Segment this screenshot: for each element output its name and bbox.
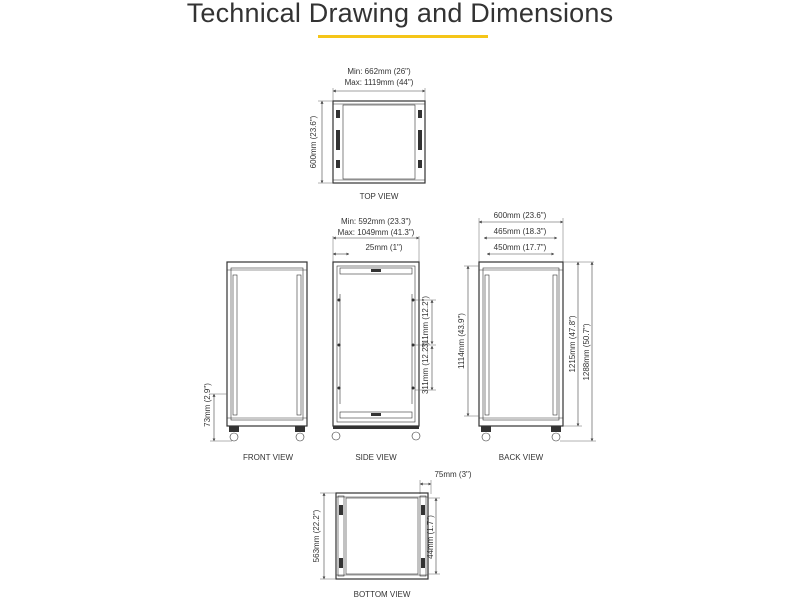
back-frame-height-text: 1215mm (47.8") xyxy=(568,315,577,372)
side-lower-spacing-text: 311mm (12.2") xyxy=(421,342,430,394)
bottom-view: 75mm (3") 563mm (22.2") 44mm (1.7") BOTT… xyxy=(312,470,472,599)
bottom-frame-outline xyxy=(335,492,429,580)
top-depth-text: 600mm (23.6") xyxy=(309,115,318,168)
bottom-rail-gap-text: 44mm (1.7") xyxy=(426,515,435,559)
bottom-depth-text: 563mm (22.2") xyxy=(312,509,321,562)
back-width-inner-text: 450mm (17.7") xyxy=(494,243,547,252)
back-right-caster xyxy=(551,432,561,442)
top-frame-outline xyxy=(332,100,426,184)
side-view: Min: 592mm (23.3") Max: 1049mm (41.3") 2… xyxy=(331,217,436,462)
page-title: Technical Drawing and Dimensions xyxy=(186,0,614,28)
side-view-label: SIDE VIEW xyxy=(355,453,397,462)
top-width-max-text: Max: 1119mm (44") xyxy=(345,78,414,87)
side-left-caster xyxy=(331,431,341,441)
front-view-label: FRONT VIEW xyxy=(243,453,294,462)
front-right-caster xyxy=(295,432,305,442)
side-depth-min-text: Min: 592mm (23.3") xyxy=(341,217,411,226)
back-left-caster xyxy=(481,432,491,442)
top-view: Min: 662mm (26") Max: 1119mm (44") 600mm… xyxy=(309,67,426,201)
side-offset-text: 25mm (1") xyxy=(365,243,402,252)
side-frame-outline xyxy=(332,261,420,427)
side-right-caster xyxy=(411,431,421,441)
back-view: 600mm (23.6") 465mm (18.3") 450mm (17.7"… xyxy=(457,211,596,462)
front-clearance-text: 73mm (2.9") xyxy=(203,383,212,427)
back-total-height-text: 1288mm (50.7") xyxy=(582,323,591,380)
front-view: 73mm (2.9") FRONT VIEW xyxy=(203,261,308,462)
top-width-min-text: Min: 662mm (26") xyxy=(347,67,411,76)
back-width-outer-text: 600mm (23.6") xyxy=(494,211,547,220)
bottom-offset-text: 75mm (3") xyxy=(434,470,471,479)
side-upper-spacing-text: 311mm (12.2") xyxy=(421,296,430,348)
back-view-label: BACK VIEW xyxy=(499,453,544,462)
back-width-mid-text: 465mm (18.3") xyxy=(494,227,547,236)
front-left-caster xyxy=(229,432,239,442)
bottom-view-label: BOTTOM VIEW xyxy=(354,590,411,599)
back-frame-outline xyxy=(478,261,564,427)
title-underline xyxy=(318,35,488,38)
front-frame-outline xyxy=(226,261,308,427)
side-depth-max-text: Max: 1049mm (41.3") xyxy=(338,228,415,237)
back-rail-height-text: 1114mm (43.9") xyxy=(457,313,466,369)
top-view-label: TOP VIEW xyxy=(360,192,399,201)
